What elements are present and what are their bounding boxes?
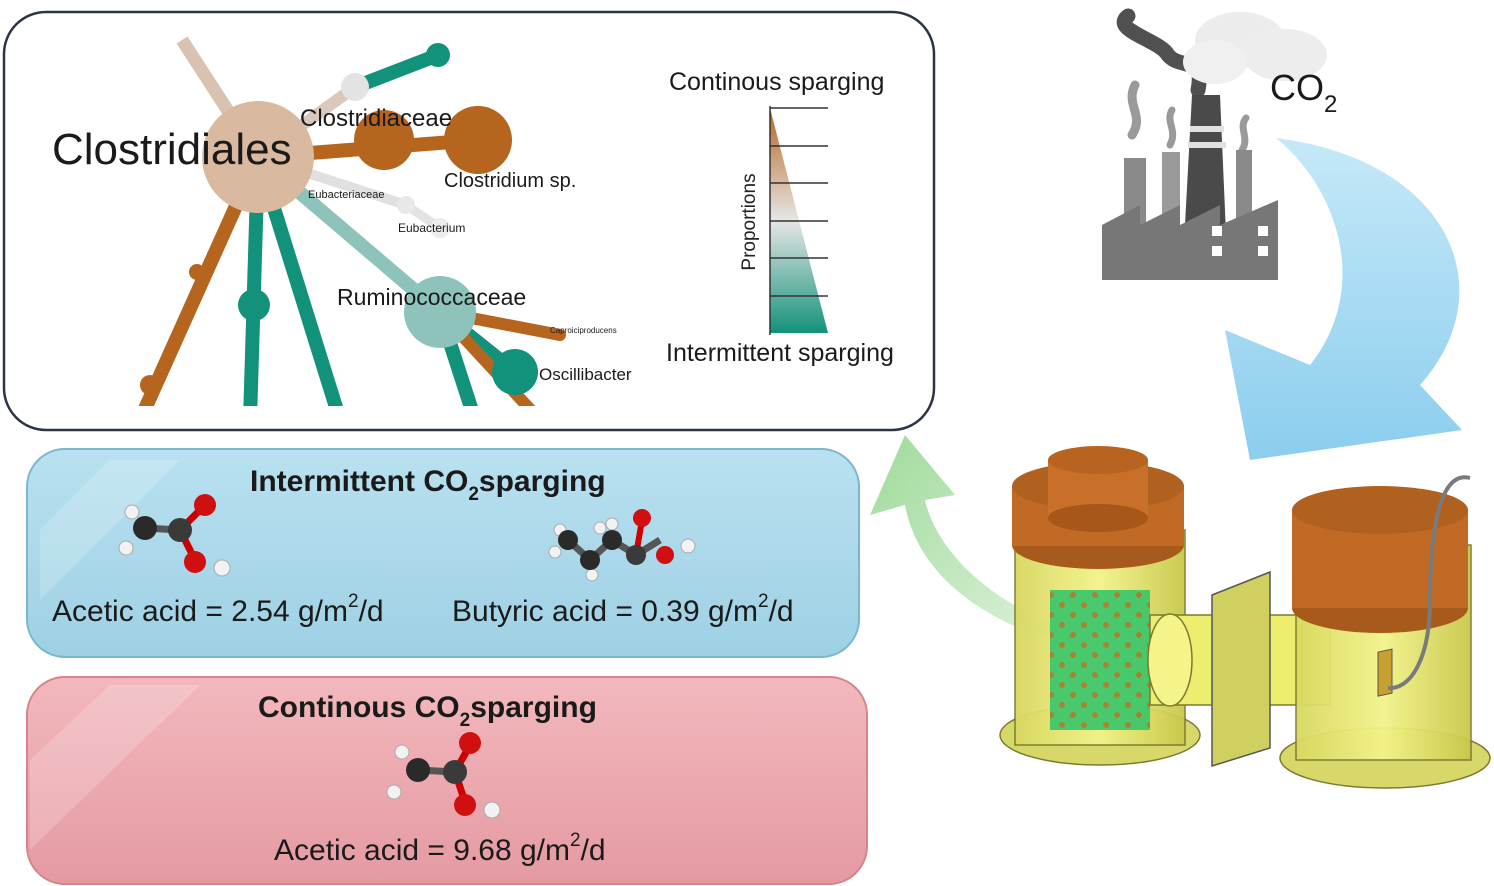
tree-node: [554, 329, 566, 341]
continuous-title: Continous CO2sparging: [258, 691, 597, 731]
tree-node: [404, 276, 476, 348]
tree-node-label: Clostridium sp.: [444, 170, 577, 192]
acetic-acid-molecule-icon: [118, 494, 231, 577]
legend-axis-label: Proportions: [739, 173, 760, 270]
intermittent-panel-frame: [26, 448, 860, 658]
tree-node: [492, 349, 538, 395]
tree-node: [354, 110, 414, 170]
factory-icon: [1102, 8, 1327, 280]
flow-arrow-icon: [1225, 138, 1462, 460]
tree-node-label: Eubacteriaceae: [308, 189, 385, 201]
tree-node: [189, 264, 205, 280]
legend-top-label: Continous sparging: [669, 68, 885, 96]
tree-node: [397, 196, 415, 214]
tree-node: [341, 73, 369, 101]
co2-label: CO2: [1270, 67, 1338, 118]
intermittent-acetic-result: Acetic acid = 2.54 g/m2/d: [52, 591, 384, 628]
tree-node: [238, 289, 270, 321]
tree-node: [430, 218, 450, 238]
intermittent-butyric-result: Butyric acid = 0.39 g/m2/d: [452, 591, 794, 628]
tree-node: [444, 106, 512, 174]
intermittent-title: Intermittent CO2sparging: [250, 465, 606, 505]
cloud-icon: [1243, 29, 1327, 81]
tree-node-label: Clostridiaceae: [300, 105, 453, 132]
tree-node-label: Ruminococcaceae: [337, 284, 527, 310]
feedback-arrow-icon: [870, 435, 1055, 640]
intermittent-panel: [26, 448, 860, 658]
cloud-icon: [1183, 40, 1247, 84]
acetic-acid-molecule-icon: [386, 732, 501, 819]
tree-node-label: Oscillibacter: [539, 365, 632, 384]
tree-panel: Proportions: [2, 10, 936, 432]
tree-node: [140, 375, 160, 395]
tree-root-label: Clostridiales: [52, 125, 292, 174]
proportion-legend: Proportions: [739, 106, 828, 335]
tree-node-label: Caproiciproducens: [550, 326, 617, 335]
continuous-acetic-result: Acetic acid = 9.68 g/m2/d: [274, 830, 606, 867]
butyric-acid-molecule-icon: [548, 509, 696, 582]
reactor-illustration: [999, 446, 1491, 789]
tree-root-node: [202, 101, 314, 213]
electrode-mesh: [1050, 590, 1150, 730]
tree-branch: [352, 48, 441, 94]
tree-node-label: Eubacterium: [398, 221, 466, 235]
taxonomy-tree: [133, 36, 566, 406]
legend-bottom-label: Intermittent sparging: [666, 339, 894, 367]
tree-node: [426, 43, 450, 67]
